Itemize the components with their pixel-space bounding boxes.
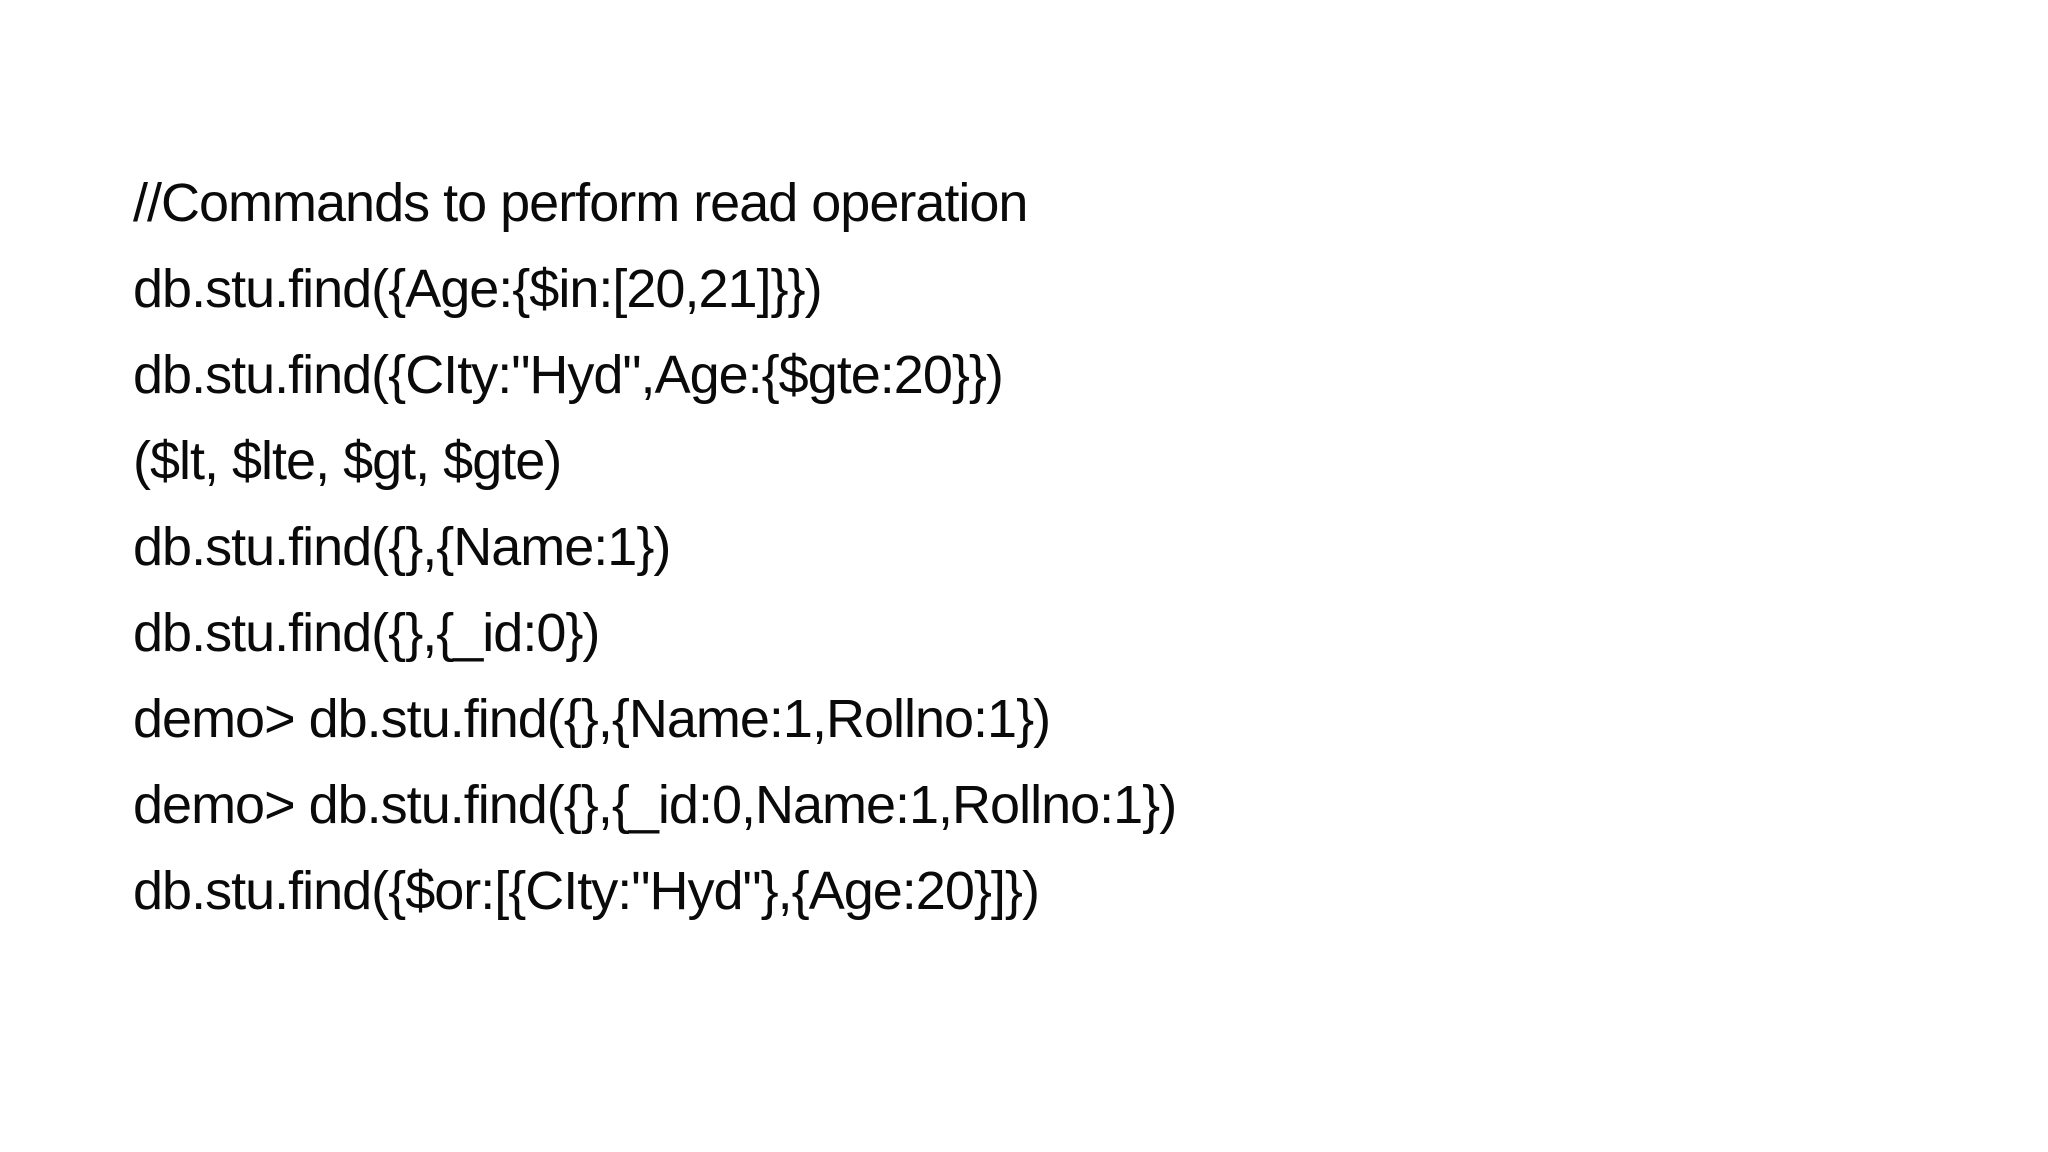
code-block: //Commands to perform read operation db.s… — [133, 160, 1733, 934]
code-line: db.stu.find({CIty:"Hyd",Age:{$gte:20}}) — [133, 345, 1004, 405]
code-line: //Commands to perform read operation — [133, 173, 1028, 233]
code-line: demo> db.stu.find({},{_id:0,Name:1,Rolln… — [133, 775, 1177, 835]
code-line: ($lt, $lte, $gt, $gte) — [133, 431, 562, 491]
code-line: demo> db.stu.find({},{Name:1,Rollno:1}) — [133, 689, 1051, 749]
code-line: db.stu.find({Age:{$in:[20,21]}}) — [133, 259, 823, 319]
code-line: db.stu.find({$or:[{CIty:"Hyd"},{Age:20}]… — [133, 861, 1040, 921]
code-line: db.stu.find({},{Name:1}) — [133, 517, 671, 577]
code-line: db.stu.find({},{_id:0}) — [133, 603, 600, 663]
